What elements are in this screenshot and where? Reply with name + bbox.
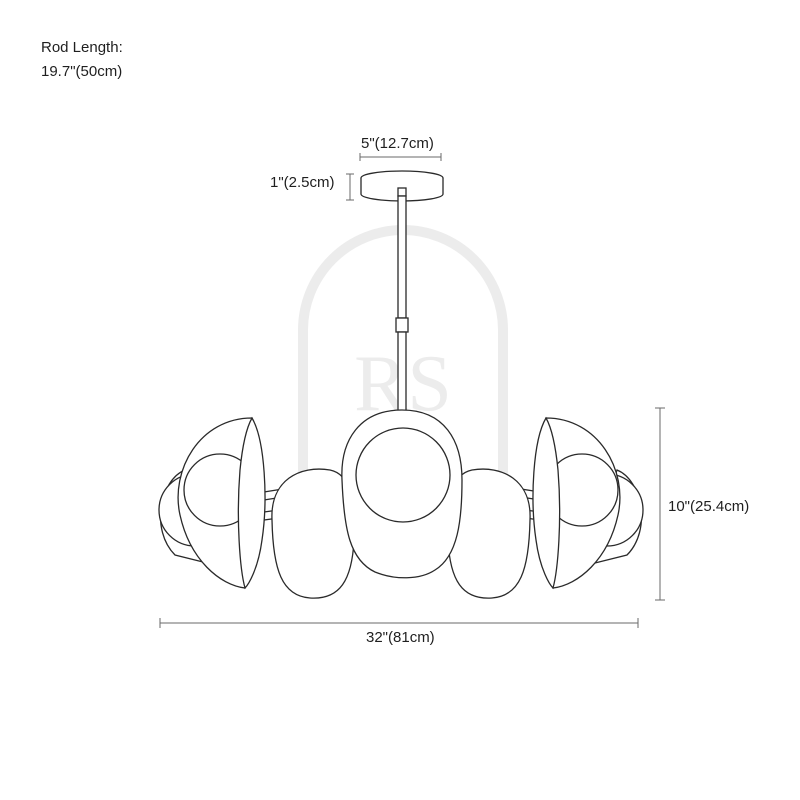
rod-lower <box>397 331 407 415</box>
rod-length-value: 19.7"(50cm) <box>41 63 123 80</box>
globe-center <box>355 427 451 523</box>
canopy-diameter-label: 5"(12.7cm) <box>361 135 434 152</box>
canopy-height-label: 1"(2.5cm) <box>270 174 335 191</box>
rod-length-title: Rod Length: <box>41 39 123 56</box>
fixture-height-label: 10"(25.4cm) <box>668 498 750 515</box>
dimension-lines <box>159 153 665 628</box>
rod-coupler <box>395 317 409 333</box>
rod-upper <box>397 195 407 319</box>
chandelier <box>158 170 644 599</box>
canopy-mount <box>397 187 407 197</box>
fixture-width-label: 32"(81cm) <box>366 629 435 646</box>
shade-left-rim <box>237 416 266 590</box>
shade-right-rim <box>532 416 561 590</box>
